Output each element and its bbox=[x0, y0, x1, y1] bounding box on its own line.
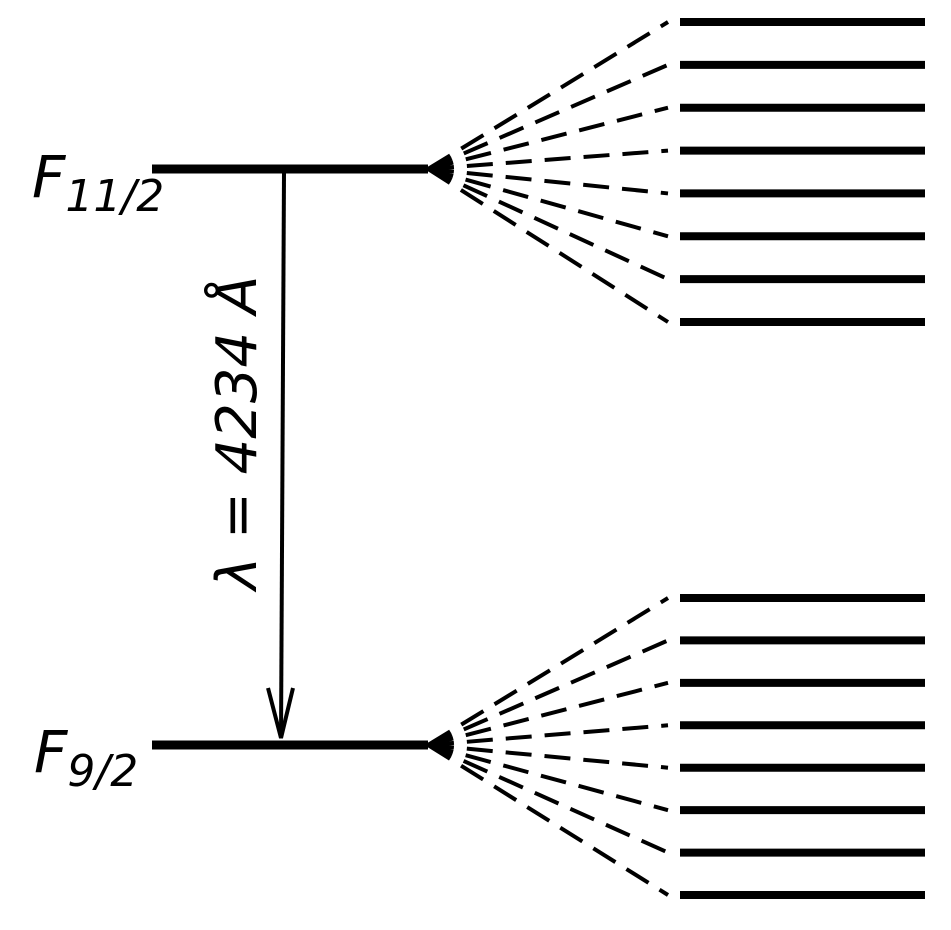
upper-sublevels bbox=[680, 18, 925, 326]
upper-fan-line bbox=[426, 20, 670, 171]
lower-fan-lines bbox=[426, 596, 670, 897]
upper-level-subscript: 11/2 bbox=[65, 171, 164, 222]
lower-sublevels bbox=[680, 594, 925, 899]
upper-fan-lines bbox=[426, 20, 670, 324]
upper-fan-line bbox=[427, 63, 669, 171]
lower-fan-line bbox=[426, 596, 670, 747]
upper-fan-line bbox=[427, 167, 669, 196]
transition-wavelength-label: λ = 4234 Å bbox=[204, 276, 270, 593]
lower-level-group: F9/2 bbox=[34, 594, 925, 899]
lower-fan-line bbox=[427, 638, 669, 747]
lower-fan-line bbox=[427, 743, 669, 770]
upper-fan-line bbox=[427, 167, 669, 281]
lower-level-label: F9/2 bbox=[34, 718, 138, 797]
lower-level-symbol: F bbox=[34, 718, 69, 786]
upper-fan-line bbox=[426, 167, 670, 324]
upper-level-label: F11/2 bbox=[32, 143, 164, 222]
transition-arrow-head bbox=[266, 687, 295, 739]
transition-arrow-shaft bbox=[279, 172, 286, 739]
lower-level-subscript: 9/2 bbox=[67, 746, 138, 797]
lower-fan-line bbox=[427, 723, 669, 747]
upper-level-group: F11/2 bbox=[32, 18, 925, 326]
lower-fan-line bbox=[427, 680, 669, 747]
upper-fan-line bbox=[427, 148, 669, 171]
upper-fan-line bbox=[427, 167, 669, 239]
transition-arrow bbox=[266, 172, 295, 739]
lower-fan-line bbox=[426, 743, 670, 897]
upper-fan-line bbox=[427, 105, 669, 171]
upper-level-symbol: F bbox=[32, 143, 67, 211]
lower-fan-line bbox=[427, 743, 669, 855]
lower-fan-line bbox=[427, 743, 669, 813]
